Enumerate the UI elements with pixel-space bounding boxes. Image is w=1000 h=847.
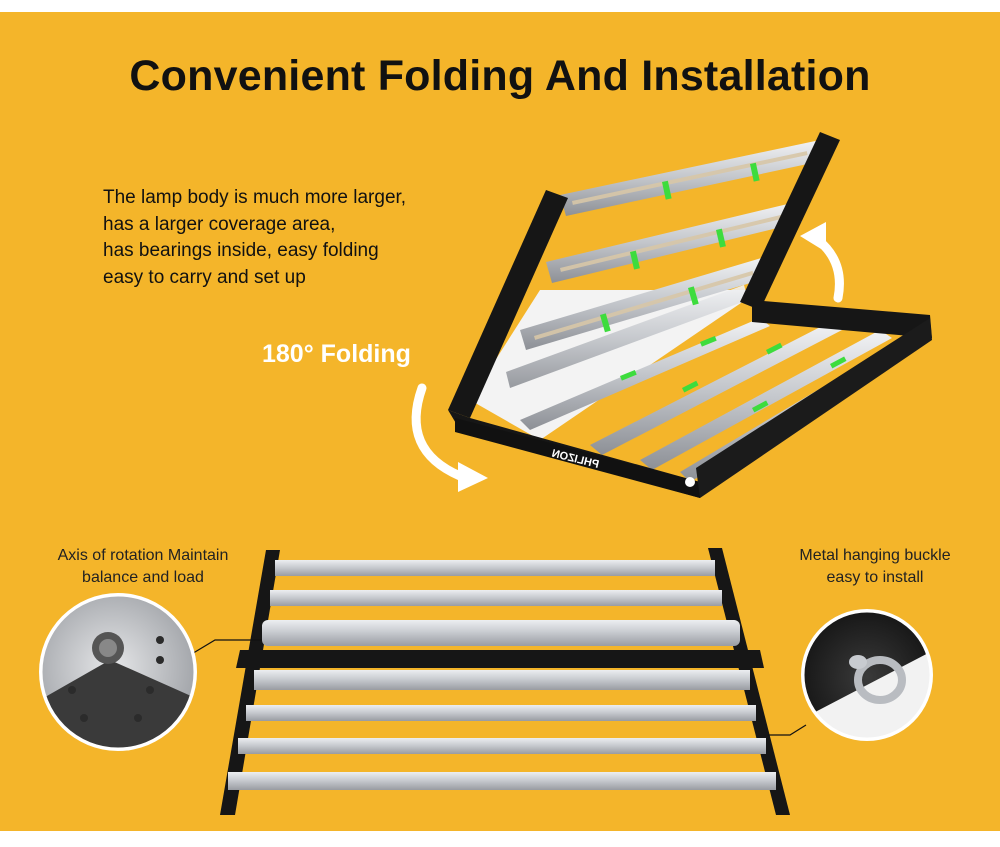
flat-frame-left (220, 550, 280, 815)
folding-lamp: PHLIZON (448, 132, 932, 498)
frame-right-flat (752, 300, 932, 338)
feature-description: The lamp body is much more larger, has a… (103, 185, 406, 291)
rotation-axis-caption: Axis of rotation Maintain balance and lo… (28, 545, 258, 589)
caption-line: Metal hanging buckle (799, 547, 951, 564)
lifted-frame-right (740, 132, 840, 310)
caption-line: balance and load (82, 569, 204, 586)
description-line: has a larger coverage area, (103, 213, 336, 235)
flat-lamp (189, 548, 807, 815)
hanging-buckle-zoom (801, 609, 933, 741)
flat-bars (228, 560, 776, 790)
rotation-axis-zoom (39, 593, 197, 751)
caption-line: Axis of rotation Maintain (57, 547, 229, 564)
page-title: Convenient Folding And Installation (129, 52, 871, 100)
lifted-frame-left (448, 190, 568, 418)
folding-label: 180° Folding (262, 340, 411, 368)
logo-badge (685, 477, 695, 487)
description-line: has bearings inside, easy folding (103, 240, 379, 261)
description-line: The lamp body is much more larger, (103, 187, 407, 208)
caption-line: easy to install (826, 569, 924, 586)
fold-arrow-icon (411, 222, 844, 492)
upper-bars (506, 140, 826, 388)
description-line: easy to carry and set up (103, 266, 306, 288)
hanging-buckle-caption: Metal hanging buckle easy to install (770, 545, 980, 589)
